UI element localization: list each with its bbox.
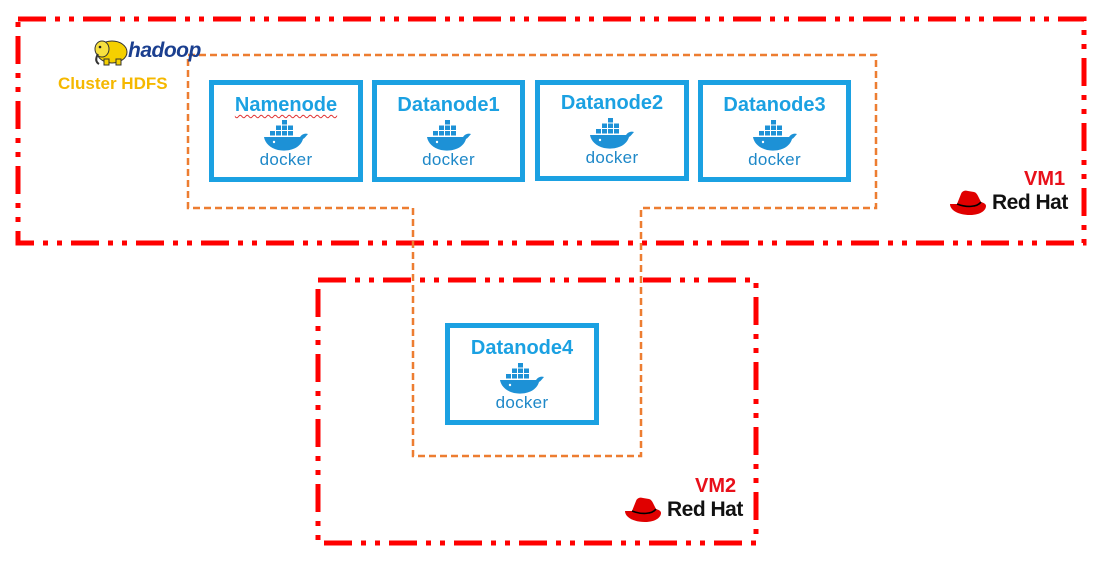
docker-wordmark: docker: [259, 150, 313, 169]
vm2-boundary: [315, 277, 759, 546]
node-title: Datanode1: [397, 94, 500, 116]
vm2-redhat-logo: Red Hat: [623, 495, 743, 525]
node-title: Datanode2: [560, 92, 664, 114]
docker-whale-icon: [425, 119, 473, 153]
node-datanode1[interactable]: Datanode1 docker: [372, 80, 525, 182]
redhat-hat-icon: [623, 495, 663, 525]
docker-wordmark: docker: [422, 150, 475, 169]
node-title: Namenode: [234, 94, 338, 116]
docker-wordmark: docker: [585, 148, 639, 167]
vm1-redhat-logo: Red Hat: [948, 188, 1068, 218]
cluster-hdfs-label: Cluster HDFS: [58, 74, 168, 93]
docker-whale-icon: [262, 119, 310, 153]
hadoop-wordmark: hadoop: [128, 39, 201, 62]
node-datanode3[interactable]: Datanode3 docker: [698, 80, 851, 182]
vm1-boundary: [15, 16, 1087, 246]
vm2-label: VM2: [695, 475, 737, 497]
node-title: Datanode4: [470, 337, 574, 359]
cluster-hdfs-boundary: [186, 53, 878, 458]
node-datanode2[interactable]: Datanode2 docker: [535, 80, 689, 181]
vm1-label: VM1: [1024, 168, 1066, 190]
redhat-wordmark: Red Hat: [992, 191, 1068, 214]
hadoop-elephant-icon: [94, 40, 128, 66]
node-namenode[interactable]: Namenode docker: [209, 80, 363, 182]
docker-whale-icon: [751, 119, 799, 153]
docker-whale-icon: [588, 117, 636, 151]
node-datanode4[interactable]: Datanode4 docker: [445, 323, 599, 425]
node-title: Datanode3: [723, 94, 826, 116]
docker-wordmark: docker: [748, 150, 801, 169]
docker-wordmark: docker: [495, 393, 549, 412]
docker-whale-icon: [498, 362, 546, 396]
hadoop-logo: hadoop: [90, 36, 225, 68]
redhat-wordmark: Red Hat: [667, 498, 743, 521]
redhat-hat-icon: [948, 188, 988, 218]
